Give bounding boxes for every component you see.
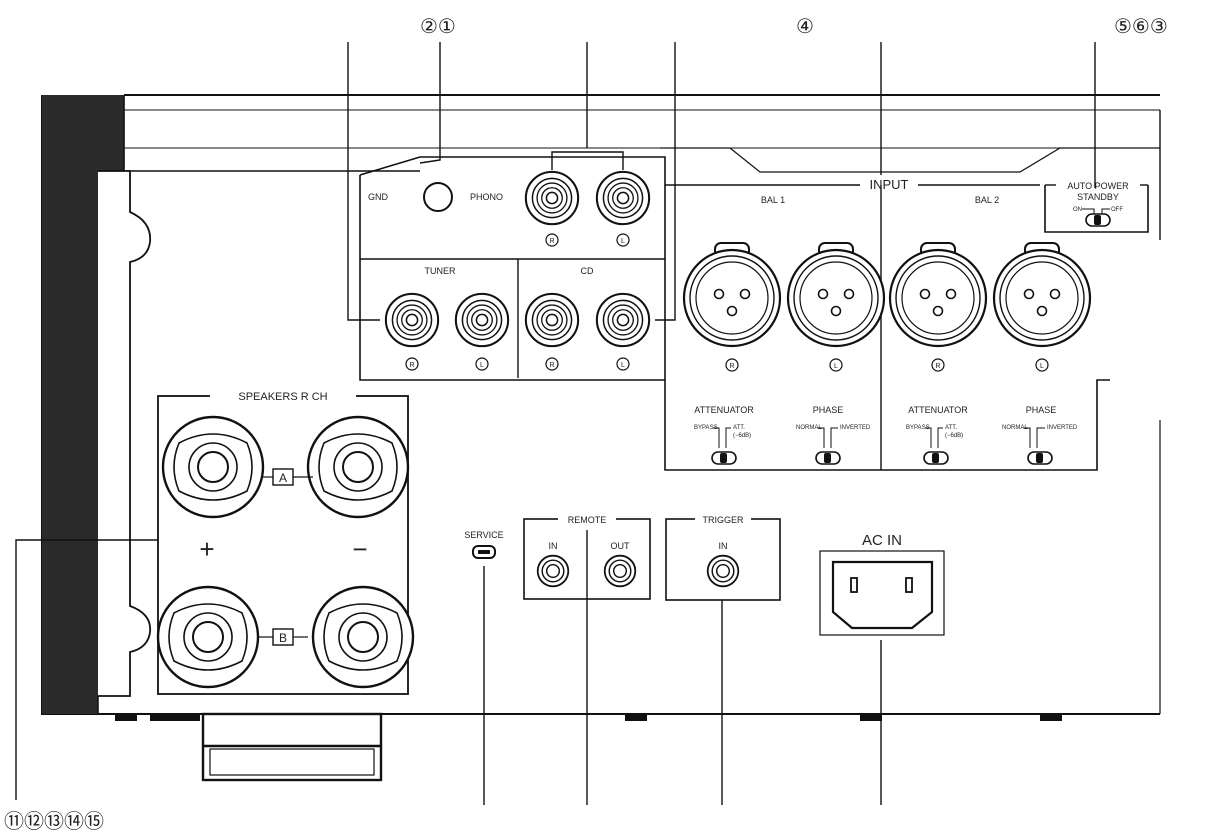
tuner-r-jack[interactable] bbox=[384, 292, 440, 348]
att-label-2: ATT. bbox=[945, 425, 957, 431]
analog-input-panel bbox=[359, 156, 1110, 471]
normal-label-2: NORMAL bbox=[1002, 425, 1028, 431]
speaker-a-minus-terminal[interactable] bbox=[306, 415, 410, 519]
speaker-a-plus-terminal[interactable] bbox=[161, 415, 265, 519]
remote-label: REMOTE bbox=[568, 515, 607, 525]
ac-in-socket[interactable] bbox=[831, 560, 934, 630]
bal2-attenuator-switch-group: BYPASS ATT. (−6dB) bbox=[906, 425, 963, 465]
trigger-in-jack[interactable] bbox=[706, 554, 740, 588]
chassis bbox=[41, 94, 1161, 782]
gnd-label: GND bbox=[368, 192, 389, 202]
phono-r-jack[interactable] bbox=[524, 170, 580, 226]
bal2-attenuator-label: ATTENUATOR bbox=[908, 405, 968, 415]
minus-label: − bbox=[352, 534, 367, 564]
bal1-attenuator-switch[interactable] bbox=[711, 451, 737, 465]
standby-label: STANDBY bbox=[1077, 192, 1119, 202]
ac-in-label: AC IN bbox=[862, 532, 902, 549]
callout-2-1: ②① bbox=[420, 14, 456, 38]
callout-4: ④ bbox=[796, 14, 814, 38]
phono-l-jack[interactable] bbox=[595, 170, 651, 226]
plus-label: + bbox=[199, 534, 214, 564]
remote-out-label: OUT bbox=[611, 541, 631, 551]
speaker-b-minus-terminal[interactable] bbox=[311, 585, 415, 689]
bal2-phase-label: PHASE bbox=[1026, 405, 1057, 415]
bal1-r-mark: R bbox=[729, 363, 734, 370]
bal1-phase-switch[interactable] bbox=[815, 451, 841, 465]
bal2-phase-switch-group: NORMAL INVERTED bbox=[1002, 425, 1078, 465]
inverted-label-2: INVERTED bbox=[1047, 425, 1078, 431]
callout-5-6-3: ⑤⑥③ bbox=[1114, 14, 1168, 38]
remote-in-jack[interactable] bbox=[536, 554, 570, 588]
tuner-l-mark: L bbox=[480, 362, 484, 369]
service-label: SERVICE bbox=[464, 530, 503, 540]
cd-r-mark: R bbox=[549, 362, 554, 369]
bal1-attenuator-label: ATTENUATOR bbox=[694, 405, 754, 415]
tuner-l-jack[interactable] bbox=[454, 292, 510, 348]
bal1-r-xlr[interactable] bbox=[682, 241, 782, 348]
inverted-label: INVERTED bbox=[840, 425, 871, 431]
callout-11-15: ⑪⑫⑬⑭⑮ bbox=[4, 809, 104, 833]
att-db-label-2: (−6dB) bbox=[945, 433, 963, 439]
bal1-attenuator-switch-group: BYPASS ATT. (−6dB) bbox=[694, 425, 751, 465]
phono-label: PHONO bbox=[470, 192, 503, 202]
speakers-r-ch-label: SPEAKERS R CH bbox=[238, 391, 327, 403]
tuner-r-mark: R bbox=[409, 362, 414, 369]
bal1-l-mark: L bbox=[834, 363, 838, 370]
phono-r-mark: R bbox=[549, 238, 554, 245]
cd-r-jack[interactable] bbox=[524, 292, 580, 348]
auto-power-standby-switch[interactable] bbox=[1085, 213, 1111, 227]
auto-power-standby-panel bbox=[1044, 184, 1149, 233]
bypass-label: BYPASS bbox=[694, 425, 718, 431]
standby-off-label: OFF bbox=[1111, 207, 1123, 213]
callout-leaders bbox=[15, 42, 1096, 805]
bal1-phase-switch-group: NORMAL INVERTED bbox=[796, 425, 871, 465]
bal2-l-mark: L bbox=[1040, 363, 1044, 370]
input-header: INPUT bbox=[870, 177, 909, 192]
trigger-in-label: IN bbox=[719, 541, 728, 551]
bal2-r-xlr[interactable] bbox=[888, 241, 988, 348]
chassis-side-bracket bbox=[98, 170, 152, 697]
speaker-b-label: B bbox=[279, 631, 287, 645]
phono-l-mark: L bbox=[621, 238, 625, 245]
auto-power-label: AUTO POWER bbox=[1067, 181, 1129, 191]
bal2-phase-switch[interactable] bbox=[1027, 451, 1053, 465]
att-label: ATT. bbox=[733, 425, 745, 431]
speaker-b-plus-terminal[interactable] bbox=[156, 585, 260, 689]
bal1-l-xlr[interactable] bbox=[786, 241, 886, 348]
trigger-label: TRIGGER bbox=[702, 515, 744, 525]
gnd-terminal[interactable] bbox=[423, 182, 453, 212]
bal2-label: BAL 2 bbox=[975, 195, 999, 205]
phono-bracket bbox=[551, 151, 624, 170]
cd-l-mark: L bbox=[621, 362, 625, 369]
bal2-attenuator-switch[interactable] bbox=[923, 451, 949, 465]
bal1-phase-label: PHASE bbox=[813, 405, 844, 415]
tuner-label: TUNER bbox=[425, 266, 456, 276]
bal2-r-mark: R bbox=[935, 363, 940, 370]
cd-label: CD bbox=[581, 266, 594, 276]
chassis-side-dark bbox=[42, 95, 98, 714]
normal-label: NORMAL bbox=[796, 425, 822, 431]
att-db-label: (−6dB) bbox=[733, 433, 751, 439]
bal1-label: BAL 1 bbox=[761, 195, 785, 205]
speaker-a-label: A bbox=[279, 471, 287, 485]
bal2-l-xlr[interactable] bbox=[992, 241, 1092, 348]
remote-out-jack[interactable] bbox=[603, 554, 637, 588]
bypass-label-2: BYPASS bbox=[906, 425, 930, 431]
cd-l-jack[interactable] bbox=[595, 292, 651, 348]
remote-in-label: IN bbox=[549, 541, 558, 551]
standby-on-label: ON bbox=[1073, 207, 1082, 213]
